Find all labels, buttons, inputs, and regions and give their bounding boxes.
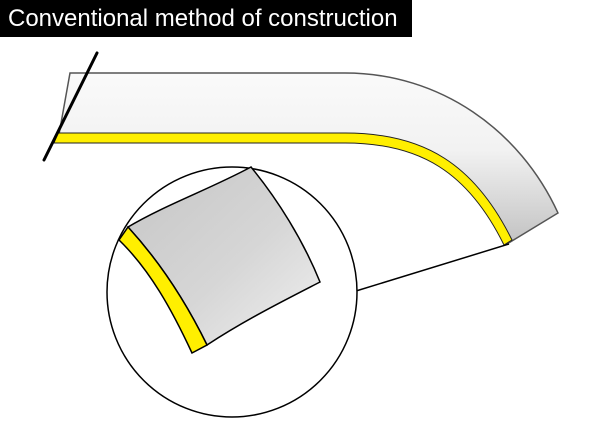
diagram-title: Conventional method of construction <box>0 0 412 37</box>
vertical-edge-line <box>42 51 99 162</box>
callout-leader-line <box>355 243 510 292</box>
magnified-yellow-layer <box>118 225 208 355</box>
